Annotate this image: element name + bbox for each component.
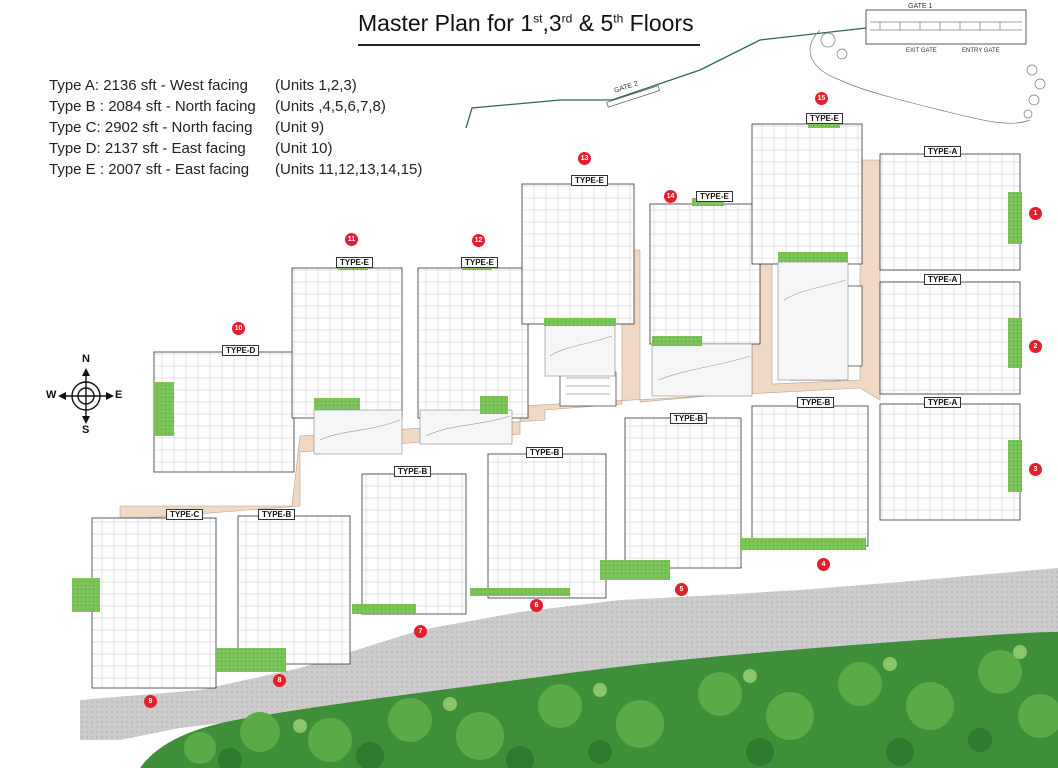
block-type-a-2 (879, 281, 1021, 395)
unit-badge-14: 14 (664, 190, 677, 203)
compass-east: E (115, 389, 123, 401)
block-type-b-4 (751, 405, 869, 547)
road (80, 568, 1058, 740)
gate-1 (865, 9, 1027, 45)
unit-badge-12: 12 (472, 234, 485, 247)
title-sup-first: st (533, 11, 543, 26)
legend-row-type-e: Type E : 2007 sft - East facing (Units 11… (49, 159, 422, 180)
entry-gate-label: ENTRY GATE (962, 48, 1000, 54)
legend-units: (Units 11,12,13,14,15) (275, 161, 423, 178)
gate-1-label: GATE 1 (908, 3, 933, 10)
legend-units: (Unit 9) (275, 119, 325, 136)
block-type-e-13 (521, 183, 635, 325)
compass-south: S (82, 424, 90, 436)
type-label-unit-7: TYPE-B (394, 466, 432, 477)
legend-row-type-d: Type D: 2137 sft - East facing (Unit 10) (49, 138, 422, 159)
type-label-unit-3: TYPE-A (924, 397, 962, 408)
unit-badge-4: 4 (817, 558, 830, 571)
plan-title: Master Plan for 1st,3rd & 5th Floors (358, 10, 694, 37)
unit-badge-13: 13 (578, 152, 591, 165)
open-courts (313, 261, 849, 455)
compass-west: W (46, 389, 57, 401)
block-type-b-8 (237, 515, 351, 665)
legend-units: (Unit 10) (275, 140, 333, 157)
unit-badge-6: 6 (530, 599, 543, 612)
type-label-unit-4: TYPE-B (797, 397, 835, 408)
title-prefix: Master Plan for 1 (358, 10, 534, 36)
legend-spec: Type E : 2007 sft - East facing (49, 161, 250, 178)
legend-row-type-a: Type A: 2136 sft - West facing (Units 1,2… (49, 75, 422, 96)
legend-spec: Type A: 2136 sft - West facing (49, 77, 248, 94)
type-label-unit-1: TYPE-A (924, 146, 962, 157)
site-boundary (465, 27, 867, 129)
type-label-unit-12: TYPE-E (461, 257, 498, 268)
unit-badge-7: 7 (414, 625, 427, 638)
type-label-unit-9: TYPE-C (166, 509, 204, 520)
unit-badge-11: 11 (345, 233, 358, 246)
title-mid-second: & 5 (572, 10, 614, 36)
unit-badge-3: 3 (1029, 463, 1042, 476)
type-label-unit-6: TYPE-B (526, 447, 564, 458)
tree-canopy (140, 632, 1058, 768)
title-sup-second: rd (561, 11, 573, 26)
type-label-unit-10: TYPE-D (222, 345, 260, 356)
block-type-e-12 (417, 267, 529, 419)
type-label-unit-11: TYPE-E (336, 257, 373, 268)
unit-badge-2: 2 (1029, 340, 1042, 353)
type-label-unit-13: TYPE-E (571, 175, 608, 186)
block-type-e-11 (291, 267, 403, 419)
type-label-unit-14: TYPE-E (696, 191, 733, 202)
title-underline (358, 44, 700, 46)
type-label-unit-15: TYPE-E (806, 113, 843, 124)
unit-type-legend: Type A: 2136 sft - West facing (Units 1,2… (49, 75, 422, 180)
legend-spec: Type C: 2902 sft - North facing (49, 119, 253, 136)
unit-badge-9: 9 (144, 695, 157, 708)
block-type-a-3 (879, 403, 1021, 521)
block-type-e-15 (751, 123, 863, 265)
unit-badge-1: 1 (1029, 207, 1042, 220)
block-type-c-9 (91, 517, 217, 689)
legend-spec: Type B : 2084 sft - North facing (49, 98, 256, 115)
block-type-b-7 (361, 473, 467, 615)
unit-blocks (91, 123, 1021, 689)
unit-badge-8: 8 (273, 674, 286, 687)
unit-badge-5: 5 (675, 583, 688, 596)
title-sup-third: th (613, 11, 624, 26)
legend-row-type-c: Type C: 2902 sft - North facing (Unit 9) (49, 117, 422, 138)
legend-row-type-b: Type B : 2084 sft - North facing (Units ,… (49, 96, 422, 117)
type-label-unit-8: TYPE-B (258, 509, 296, 520)
title-mid-first: ,3 (542, 10, 562, 36)
legend-spec: Type D: 2137 sft - East facing (49, 140, 246, 157)
lawns (72, 120, 1022, 672)
compass-rose (58, 368, 114, 424)
type-label-unit-2: TYPE-A (924, 274, 962, 285)
gate-1-landscape (809, 29, 1046, 124)
legend-units: (Units 1,2,3) (275, 77, 357, 94)
block-type-a-1 (879, 153, 1021, 271)
block-type-e-14 (649, 203, 761, 345)
exit-gate-label: EXIT GATE (906, 48, 937, 54)
gate-2-bar (606, 85, 661, 108)
block-type-b-6 (487, 453, 607, 599)
block-type-d-10 (153, 351, 295, 473)
compass-north: N (82, 353, 90, 365)
block-type-b-5 (624, 417, 742, 569)
legend-units: (Units ,4,5,6,7,8) (275, 98, 386, 115)
unit-badge-10: 10 (232, 322, 245, 335)
unit-badge-15: 15 (815, 92, 828, 105)
title-suffix: Floors (623, 10, 694, 36)
type-label-unit-5: TYPE-B (670, 413, 708, 424)
